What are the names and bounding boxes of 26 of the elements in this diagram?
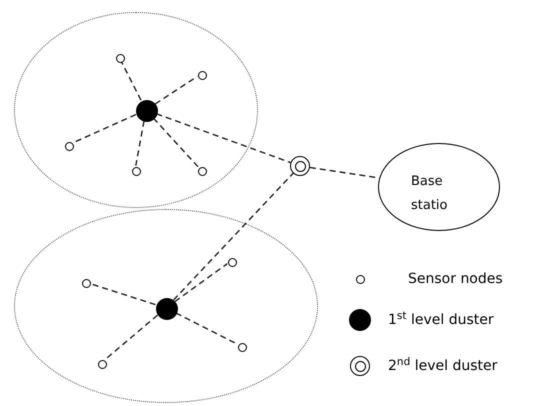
dashed-link <box>120 60 142 101</box>
sensor-node-circle <box>116 54 124 62</box>
sensor-node-circle <box>228 258 236 266</box>
dashed-link <box>154 76 198 105</box>
sensor-node-circle <box>198 70 206 80</box>
sensor-node-circle <box>82 278 90 288</box>
cluster-head-dot <box>136 100 158 122</box>
sensor-node-circle <box>238 342 246 352</box>
dashed-link <box>174 263 228 302</box>
sensor-node-circle <box>64 142 74 150</box>
dashed-link <box>135 120 145 166</box>
sensor-node-circle <box>98 360 106 368</box>
sensor-node-circle <box>198 166 206 176</box>
node-label: Base statio <box>411 173 448 215</box>
cluster-ellipse <box>14 209 318 403</box>
dashed-link <box>152 118 198 168</box>
dashed-link <box>173 172 294 300</box>
dashed-link <box>176 312 238 345</box>
sensor-node-circle <box>132 166 140 176</box>
legend-text: 1$^{st}$ level duster <box>388 311 494 329</box>
legend-text: 2$^{nd}$ level duster <box>388 357 498 375</box>
legend-text: Sensor nodes <box>408 270 503 288</box>
cluster-ellipse <box>14 12 258 208</box>
dashed-link <box>156 113 291 164</box>
cluster-head-dot <box>156 298 178 320</box>
second-level-node <box>290 156 310 176</box>
